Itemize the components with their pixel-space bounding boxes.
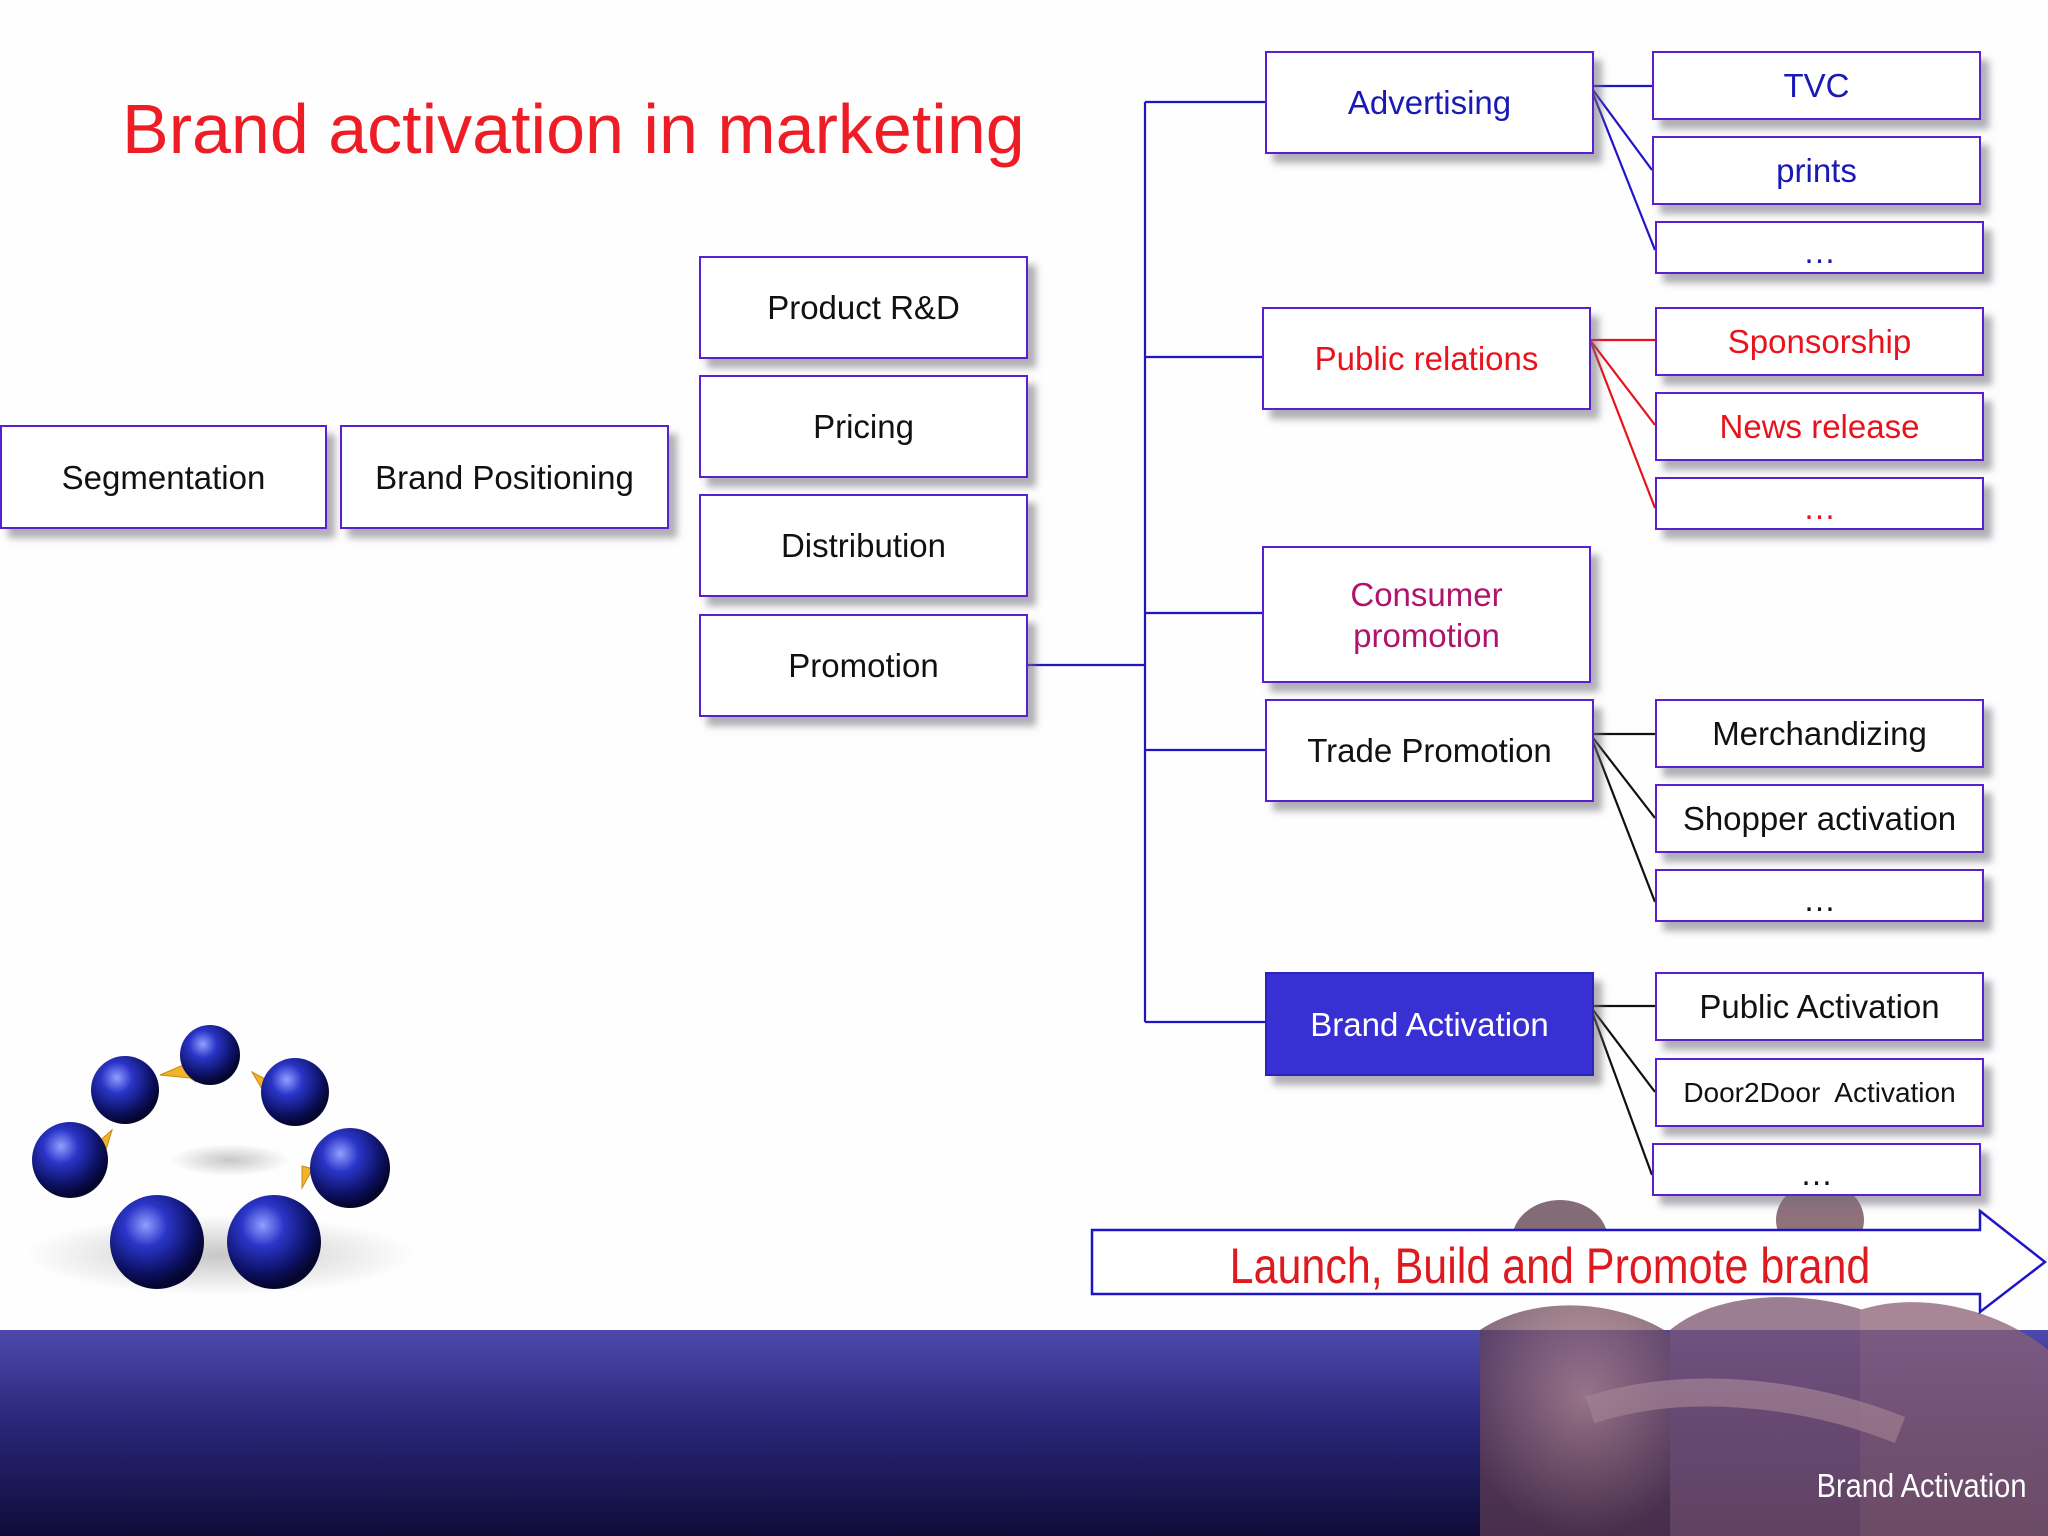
door2door-activation-box: Door2Door Activation bbox=[1655, 1058, 1984, 1127]
team-photo-fragment bbox=[1480, 1182, 2048, 1536]
promotion-box: Promotion bbox=[699, 614, 1028, 717]
promotion-label: Promotion bbox=[788, 647, 939, 684]
distribution-label: Distribution bbox=[780, 527, 947, 564]
news-release-connector bbox=[1589, 339, 1656, 426]
trade-promotion-box: Trade Promotion bbox=[1265, 699, 1594, 802]
activation-more-label: … bbox=[1800, 1155, 1833, 1192]
public-activation-label: Public Activation bbox=[1699, 988, 1940, 1025]
trade-more-label: … bbox=[1803, 881, 1836, 918]
sponsorship-box: Sponsorship bbox=[1655, 307, 1984, 376]
banner-label: Launch, Build and Promote brand bbox=[1229, 1238, 1871, 1294]
product-rd-label: Product R&D bbox=[767, 289, 960, 326]
advertising-more-box: … bbox=[1655, 221, 1984, 274]
prints-connector bbox=[1589, 85, 1653, 171]
segmentation-label: Segmentation bbox=[61, 458, 266, 496]
advertising-label: Advertising bbox=[1347, 84, 1512, 121]
merchandizing-box: Merchandizing bbox=[1655, 699, 1984, 768]
consumer-promotion-box: Consumer promotion bbox=[1262, 546, 1591, 683]
public-relations-box: Public relations bbox=[1262, 307, 1591, 410]
trade-promotion-label: Trade Promotion bbox=[1307, 732, 1552, 769]
molecule-cycle-icon bbox=[25, 1025, 415, 1295]
distribution-box: Distribution bbox=[699, 494, 1028, 597]
pr-more-connector bbox=[1588, 339, 1657, 509]
product-rd-box: Product R&D bbox=[699, 256, 1028, 359]
news-release-box: News release bbox=[1655, 392, 1984, 461]
door2door-activation-label: Door2Door Activation bbox=[1683, 1077, 1956, 1108]
public-relations-label: Public relations bbox=[1314, 340, 1539, 377]
pricing-label: Pricing bbox=[813, 408, 914, 445]
prints-label: prints bbox=[1776, 152, 1857, 189]
activation-more-connector bbox=[1588, 1005, 1654, 1176]
footer-label: Brand Activation bbox=[1816, 1467, 2026, 1504]
sponsorship-label: Sponsorship bbox=[1727, 323, 1912, 360]
shopper-activation-box: Shopper activation bbox=[1655, 784, 1984, 853]
shopper-activation-label: Shopper activation bbox=[1682, 800, 1957, 837]
advertising-more-connector bbox=[1588, 85, 1657, 251]
brand-activation-label: Brand Activation bbox=[1310, 1005, 1549, 1043]
advertising-more-label: … bbox=[1803, 233, 1836, 270]
tvc-box: TVC bbox=[1652, 51, 1981, 120]
prints-box: prints bbox=[1652, 136, 1981, 205]
slide-title: Brand activation in marketing bbox=[122, 90, 1025, 168]
activation-more-box: … bbox=[1652, 1143, 1981, 1196]
pr-more-box: … bbox=[1655, 477, 1984, 530]
merchandizing-label: Merchandizing bbox=[1712, 715, 1927, 752]
segmentation-box: Segmentation bbox=[0, 425, 327, 529]
trade-more-connector bbox=[1588, 733, 1657, 903]
brand-activation-box: Brand Activation bbox=[1265, 972, 1594, 1076]
news-release-label: News release bbox=[1719, 408, 1920, 445]
pr-more-label: … bbox=[1803, 489, 1836, 526]
shopper-activation-connector bbox=[1589, 733, 1656, 819]
trade-more-box: … bbox=[1655, 869, 1984, 922]
brand-positioning-box: Brand Positioning bbox=[340, 425, 669, 529]
tvc-label: TVC bbox=[1783, 67, 1850, 104]
public-activation-box: Public Activation bbox=[1655, 972, 1984, 1041]
advertising-box: Advertising bbox=[1265, 51, 1594, 154]
consumer-promotion-label: Consumer promotion bbox=[1350, 575, 1503, 654]
brand-positioning-label: Brand Positioning bbox=[375, 458, 634, 496]
door2door-activation-connector bbox=[1589, 1005, 1656, 1093]
pricing-box: Pricing bbox=[699, 375, 1028, 478]
